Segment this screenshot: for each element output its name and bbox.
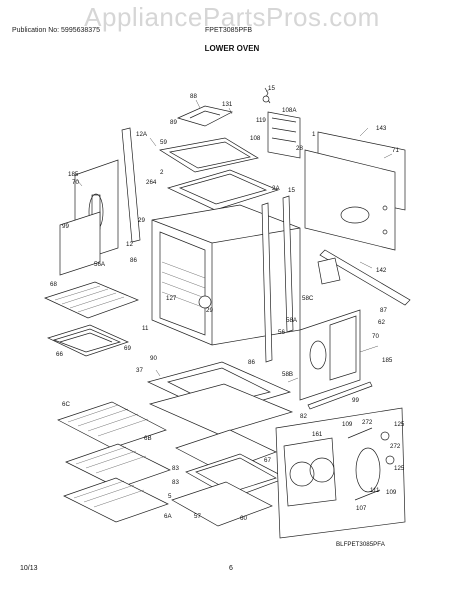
label-12a: 12A [136,131,148,138]
part-lower-trim [307,381,373,410]
label-86b: 86 [248,359,255,366]
label-70a: 70 [72,179,79,186]
label-264: 264 [146,179,157,186]
model-number: FPET3085PFB [205,27,253,34]
label-131: 131 [222,101,233,108]
label-62: 62 [378,319,385,326]
label-108a: 108A [282,107,297,114]
part-side-trim [261,195,294,363]
label-83b: 83 [172,479,179,486]
label-99b: 99 [352,397,359,404]
label-15b: 15 [288,187,295,194]
label-272a: 272 [362,419,373,426]
label-1: 1 [312,131,316,138]
label-185a: 185 [68,171,79,178]
label-89: 89 [170,119,177,126]
label-272b: 272 [390,443,401,450]
label-2a: 2A [272,185,280,192]
label-83a: 83 [172,465,179,472]
label-6a: 6A [164,513,172,520]
label-58c: 58C [302,295,314,302]
label-185b: 185 [382,357,393,364]
footer-date: 10/13 [20,565,38,572]
leader-lines [76,88,393,383]
part-rail [317,249,411,306]
section-title: LOWER OVEN [204,44,260,53]
label-127: 127 [166,295,177,302]
watermark: AppliancePartsPros.com [84,2,380,32]
label-29b: 29 [206,307,213,314]
label-109a: 109 [342,421,353,428]
label-56a: 56A [94,261,106,268]
label-142: 142 [376,267,387,274]
part-heater-plate [176,105,234,127]
label-108: 108 [250,135,261,142]
label-143: 143 [376,125,387,132]
page-number: 6 [229,565,233,572]
diagram-code: BLFPET3085PFA [336,541,386,548]
label-11: 11 [142,325,149,332]
label-161: 161 [312,431,323,438]
label-59: 59 [160,139,167,146]
label-90: 90 [150,355,157,362]
part-trim-strip [121,127,141,243]
part-door-inner [148,383,294,435]
label-71: 71 [392,147,399,154]
label-60: 60 [240,515,247,522]
label-66: 66 [56,351,63,358]
label-82: 82 [300,413,307,420]
part-right-side-panel [299,309,361,401]
label-28: 28 [296,145,303,152]
label-37: 37 [136,367,143,374]
label-69: 69 [124,345,131,352]
label-111: 111 [370,487,380,494]
label-57: 57 [194,513,201,520]
part-left-side-panel [59,211,101,276]
label-119: 119 [256,117,266,124]
label-29: 29 [138,217,145,224]
part-rack [44,281,139,319]
publication-number: Publication No: 5995638375 [12,27,100,34]
label-125b: 125 [394,465,405,472]
part-back-panel [304,131,406,251]
label-70b: 70 [372,333,379,340]
label-5: 5 [168,493,172,500]
label-99a: 99 [62,223,69,230]
part-broil-element [159,137,259,173]
label-58a: 58A [286,317,298,324]
part-bake-element [47,324,129,357]
part-fan-inset [275,407,406,539]
label-68: 68 [50,281,57,288]
part-drawer [171,429,287,527]
label-87: 87 [380,307,387,314]
label-86a: 86 [130,257,137,264]
part-oven-racks [57,401,171,523]
label-67: 67 [264,457,271,464]
label-6b: 6B [144,435,152,442]
label-15: 15 [268,85,275,92]
label-56: 56 [278,329,285,336]
label-125a: 125 [394,421,405,428]
label-88: 88 [190,93,197,100]
label-6c: 6C [62,401,70,408]
label-12: 12 [126,241,133,248]
label-58b: 58B [282,371,293,378]
part-probe [262,87,271,104]
label-2: 2 [160,169,164,176]
part-rear-panel [267,111,301,159]
part-labels: 15 88 131 108A 12A 89 119 108 1 143 59 2… [50,85,405,548]
label-107: 107 [356,505,367,512]
part-top-cover [167,169,280,211]
part-oven-cavity [151,204,301,346]
label-109b: 109 [386,489,397,496]
